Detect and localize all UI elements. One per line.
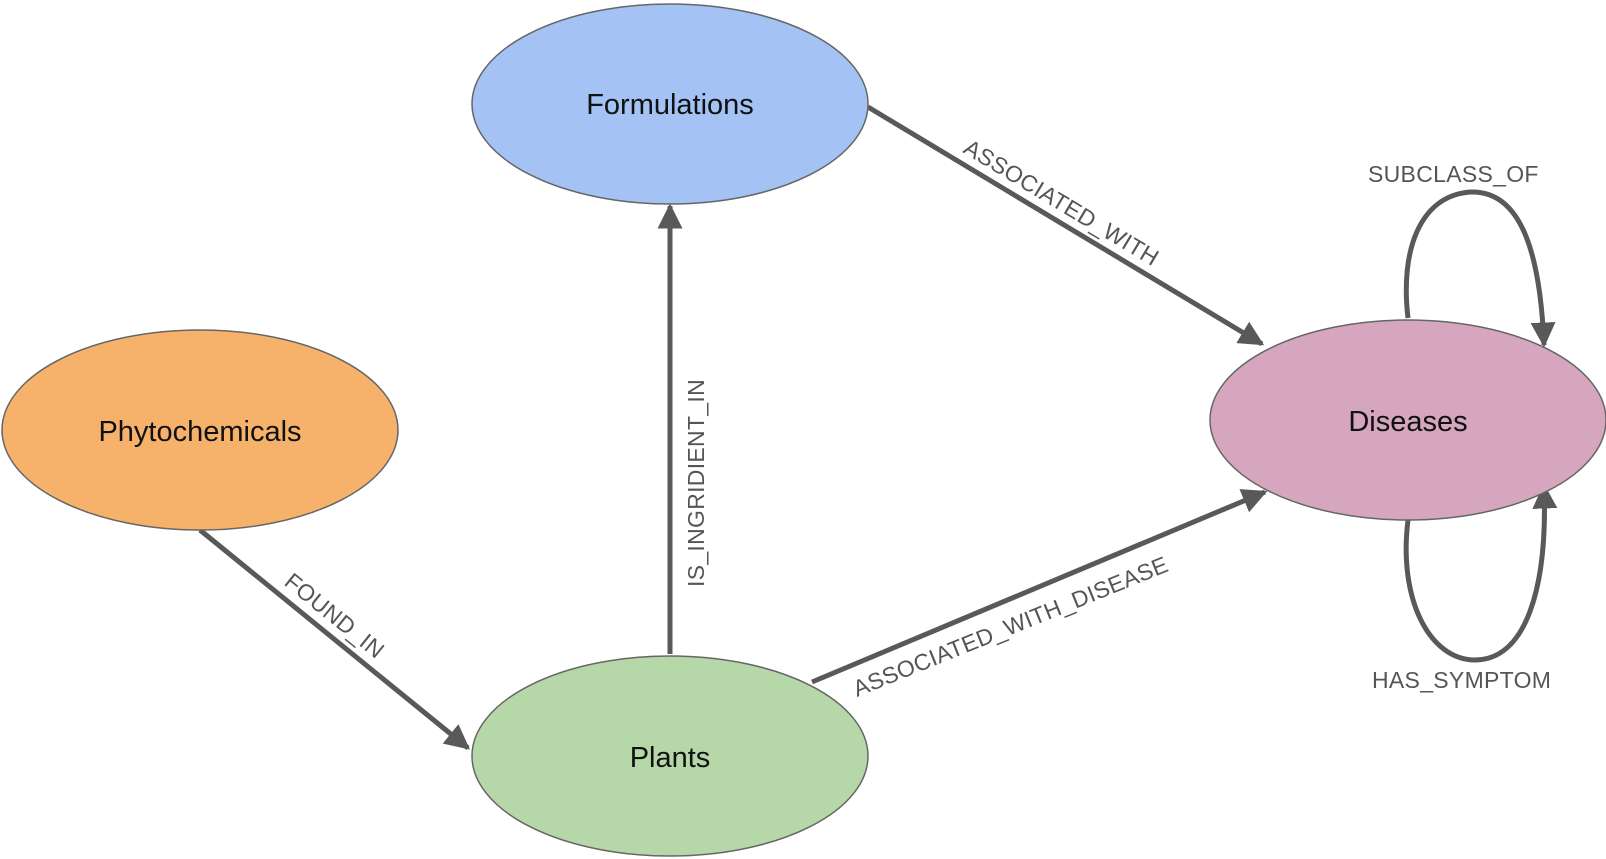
edge-label-is-ingridient-in: IS_INGRIDIENT_IN <box>683 379 709 587</box>
edge-subclass-of <box>1403 189 1556 348</box>
edge-associated-with-disease <box>811 489 1268 685</box>
edge-has-symptom <box>1403 483 1558 663</box>
node-plants-shape <box>471 655 869 857</box>
node-diseases-label: Diseases <box>1348 406 1467 438</box>
edge-label-associated-with: ASSOCIATED_WITH <box>959 134 1163 271</box>
edge-label-found-in: FOUND_IN <box>280 568 390 664</box>
node-formulations-shape <box>471 3 869 205</box>
edge-label-has-symptom: HAS_SYMPTOM <box>1372 667 1551 693</box>
node-diseases[interactable]: Diseases <box>1209 319 1606 521</box>
edge-label-associated-with-disease: ASSOCIATED_WITH_DISEASE <box>849 551 1172 702</box>
edge-label-subclass-of: SUBCLASS_OF <box>1368 161 1539 187</box>
edge-associated-with <box>866 104 1265 347</box>
node-plants[interactable]: Plants <box>471 655 869 857</box>
edge-found-in <box>198 528 470 750</box>
node-phytochemicals-label: Phytochemicals <box>98 416 301 448</box>
node-diseases-shape <box>1209 319 1606 521</box>
node-formulations[interactable]: Formulations <box>471 3 869 205</box>
node-phytochemicals-shape <box>1 329 399 531</box>
node-phytochemicals[interactable]: Phytochemicals <box>1 329 399 531</box>
node-formulations-label: Formulations <box>586 89 754 121</box>
node-plants-label: Plants <box>630 742 711 774</box>
edges <box>198 104 1558 750</box>
